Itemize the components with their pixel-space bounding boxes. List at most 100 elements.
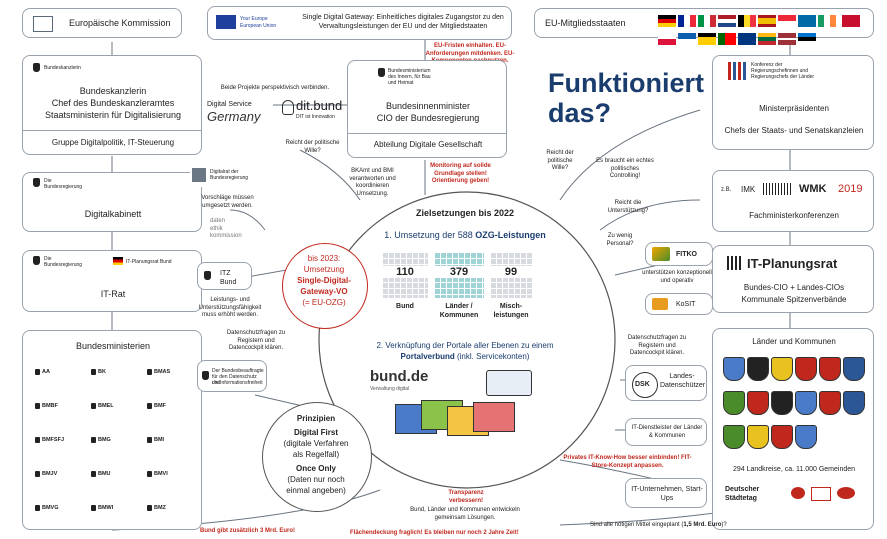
state-crest-icon <box>723 391 745 415</box>
digitalkabinett-logo-line2: Bundesregierung <box>44 184 83 190</box>
bundeskanzlerin-line2: Chef des Bundeskanzleramtes <box>51 98 175 108</box>
it-planungsrat-box: IT-Planungsrat Bundes-CIO + Landes-CIOs … <box>712 245 874 313</box>
privates-note: Privates IT-Know-How besser einbinden! F… <box>563 455 692 469</box>
bundesministerien-title: Bundesministerien <box>75 341 151 351</box>
staedtetag-logo: Deutscher Städtetag <box>725 485 759 503</box>
prinzipien-df: Digital First <box>293 428 338 437</box>
ministry-label: BMI <box>154 437 165 443</box>
state-crest-icon <box>795 425 817 449</box>
ministry-item: BMF <box>147 403 166 409</box>
itrat-logo-line1: Die <box>44 256 52 262</box>
digitalkabinett-label: Digitalkabinett <box>84 209 142 219</box>
kosit-logo-icon <box>652 298 668 310</box>
eu-commission-label: Europäische Kommission <box>69 18 171 28</box>
ministry-item: BMG <box>91 437 111 443</box>
digitalkabinett-logo-line1: Die <box>44 178 52 184</box>
ministry-label: BMEL <box>98 403 114 409</box>
digitalkabinett-box: Die Bundesregierung Digitalkabinett <box>22 172 202 232</box>
bundesadler-icon <box>147 505 152 511</box>
ministry-label: BMAS <box>154 369 171 375</box>
ministry-item: BMEL <box>91 403 114 409</box>
datenschutz-right-note: Datenschutzfragen zu Registern und Daten… <box>627 335 687 356</box>
mittel-note: Sind alle nötigen Mittel eingeplant (1,5… <box>590 522 727 530</box>
kosit-box: KoSIT <box>645 293 713 315</box>
itzbund-line1: ITZ <box>220 270 231 277</box>
datenethik-line3: kommission <box>210 233 242 239</box>
gemeinsam-note: Bund, Länder und Kommunen entwickeln gem… <box>410 507 520 521</box>
mpk-logo-text: Konferenz der Regierungschefinnen und Re… <box>751 62 815 80</box>
bundesadler-icon <box>91 369 96 375</box>
bkamt-note: BKAmt und BMI verantworten und koordinie… <box>349 168 396 197</box>
prinzipien-df-sub1: (digitale Verfahren <box>283 439 349 448</box>
itpr-line1: Bundes-CIO + Landes-CIOs <box>743 283 845 292</box>
bundeskanzlerin-logo-text: Bundeskanzlerin <box>44 65 81 71</box>
dsk-name: DSK <box>635 381 650 388</box>
bundesadler-icon <box>204 271 211 280</box>
digital-service-line2: Germany <box>207 109 261 124</box>
wmk-logo: WMK <box>799 183 827 195</box>
page-title-line1: Funktioniert <box>548 68 704 98</box>
bfdi-line3: die Informationsfreiheit <box>212 380 263 386</box>
ministry-label: BMF <box>154 403 166 409</box>
prinzipien-circle <box>262 402 372 512</box>
bundesadler-icon <box>91 437 96 443</box>
eu-commission-logo <box>33 16 53 32</box>
bundeskanzlerin-line1: Bundeskanzlerin <box>79 86 147 96</box>
state-crest-icon <box>747 391 769 415</box>
datenethik-logo: daten ethik kommission <box>210 218 260 241</box>
zu-wenig-note: Zu wenig Personal? <box>606 233 634 247</box>
state-crest-icon <box>771 425 793 449</box>
ziel-item2-rest: (inkl. Servicekonten) <box>454 352 530 361</box>
ministry-label: BMU <box>98 471 111 477</box>
fmk-prefix: z.B. <box>721 187 732 193</box>
count-laender-label: Länder / Kommunen <box>439 303 479 319</box>
digitalrat-line1: Digitalrat der <box>210 169 239 175</box>
laender-kommunen-box: Länder und Kommunen 294 Landkreise, ca. … <box>712 328 874 530</box>
ministry-item: BMFSFJ <box>35 437 64 443</box>
fachministerkonferenzen-box: z.B. IMK WMK 2019 Fachministerkonferenze… <box>712 170 874 232</box>
bis2023-line3: Single-Digital- <box>297 276 351 285</box>
ministerpraesidenten-box: Konferenz der Regierungschefinnen und Re… <box>712 55 874 150</box>
bfdi-line1: Der Bundesbeauftragte <box>212 368 264 374</box>
ditbund-logo: dit.bund DIT ist Innovation <box>282 97 352 127</box>
digital-service-line1: Digital Service <box>207 101 252 108</box>
state-crest-icon <box>723 425 745 449</box>
digitalrat-icon <box>192 168 206 182</box>
digital-service-germany-logo: Digital Service Germany <box>205 97 273 127</box>
prinzipien-df-sub2: als Regelfall) <box>292 450 340 459</box>
divider <box>348 133 506 134</box>
ziel-item1-bold: OZG-Leistungen <box>475 230 546 240</box>
prinzipien-oo: Once Only <box>295 464 336 473</box>
mittel-prefix: Sind alle nötigen Mittel eingeplant ( <box>590 522 684 528</box>
prinzipien-title: Prinzipien <box>296 414 336 423</box>
digitalrat-box: Digitalrat der Bundesregierung <box>190 165 260 187</box>
bmi-logo-line2: des Innern, für Bau <box>388 74 431 80</box>
kommunal-logo-icon <box>837 487 855 499</box>
itrat-logo2: IT-Planungsrat Bund <box>126 259 172 265</box>
fitko-logo-icon <box>652 247 670 261</box>
monitoring-note: Monitoring auf solide Grundlage stellen!… <box>430 163 491 184</box>
eu-states-box: EU-Mitgliedsstaaten <box>534 8 874 45</box>
bmi-line2: CIO der Bundesregierung <box>376 113 480 123</box>
dstgb-logo-icon <box>791 487 805 499</box>
prinzipien-oo-sub1: (Daten nur noch <box>287 475 345 484</box>
state-crest-icon <box>771 391 793 415</box>
state-crest-icon <box>795 391 817 415</box>
ministry-item: BMBF <box>35 403 58 409</box>
datenethik-line2: ethik <box>210 225 223 232</box>
ditbund-name: dit.bund <box>296 98 343 113</box>
state-crest-icon <box>819 391 841 415</box>
bmi-line1: Bundesinnenminister <box>385 101 471 111</box>
fmk-label: Fachministerkonferenzen <box>749 211 839 220</box>
dienstleister-label: IT-Dienstleister der Länder & Kommunen <box>631 425 703 439</box>
dsk-label: Landes-Datenschützer <box>660 373 706 389</box>
bundesadler-icon <box>147 471 152 477</box>
ministry-item: BMVG <box>35 505 59 511</box>
lightbulb-icon <box>282 100 294 115</box>
eu-states-label: EU-Mitgliedsstaaten <box>545 18 626 28</box>
politischer-wille2-note: Reicht der politische Wille? <box>546 150 574 171</box>
itrat-logo-line2: Bundesregierung <box>44 262 83 268</box>
imk-logo: IMK <box>741 185 756 194</box>
politischer-wille-note: Reicht der politische Wille? <box>285 140 340 154</box>
